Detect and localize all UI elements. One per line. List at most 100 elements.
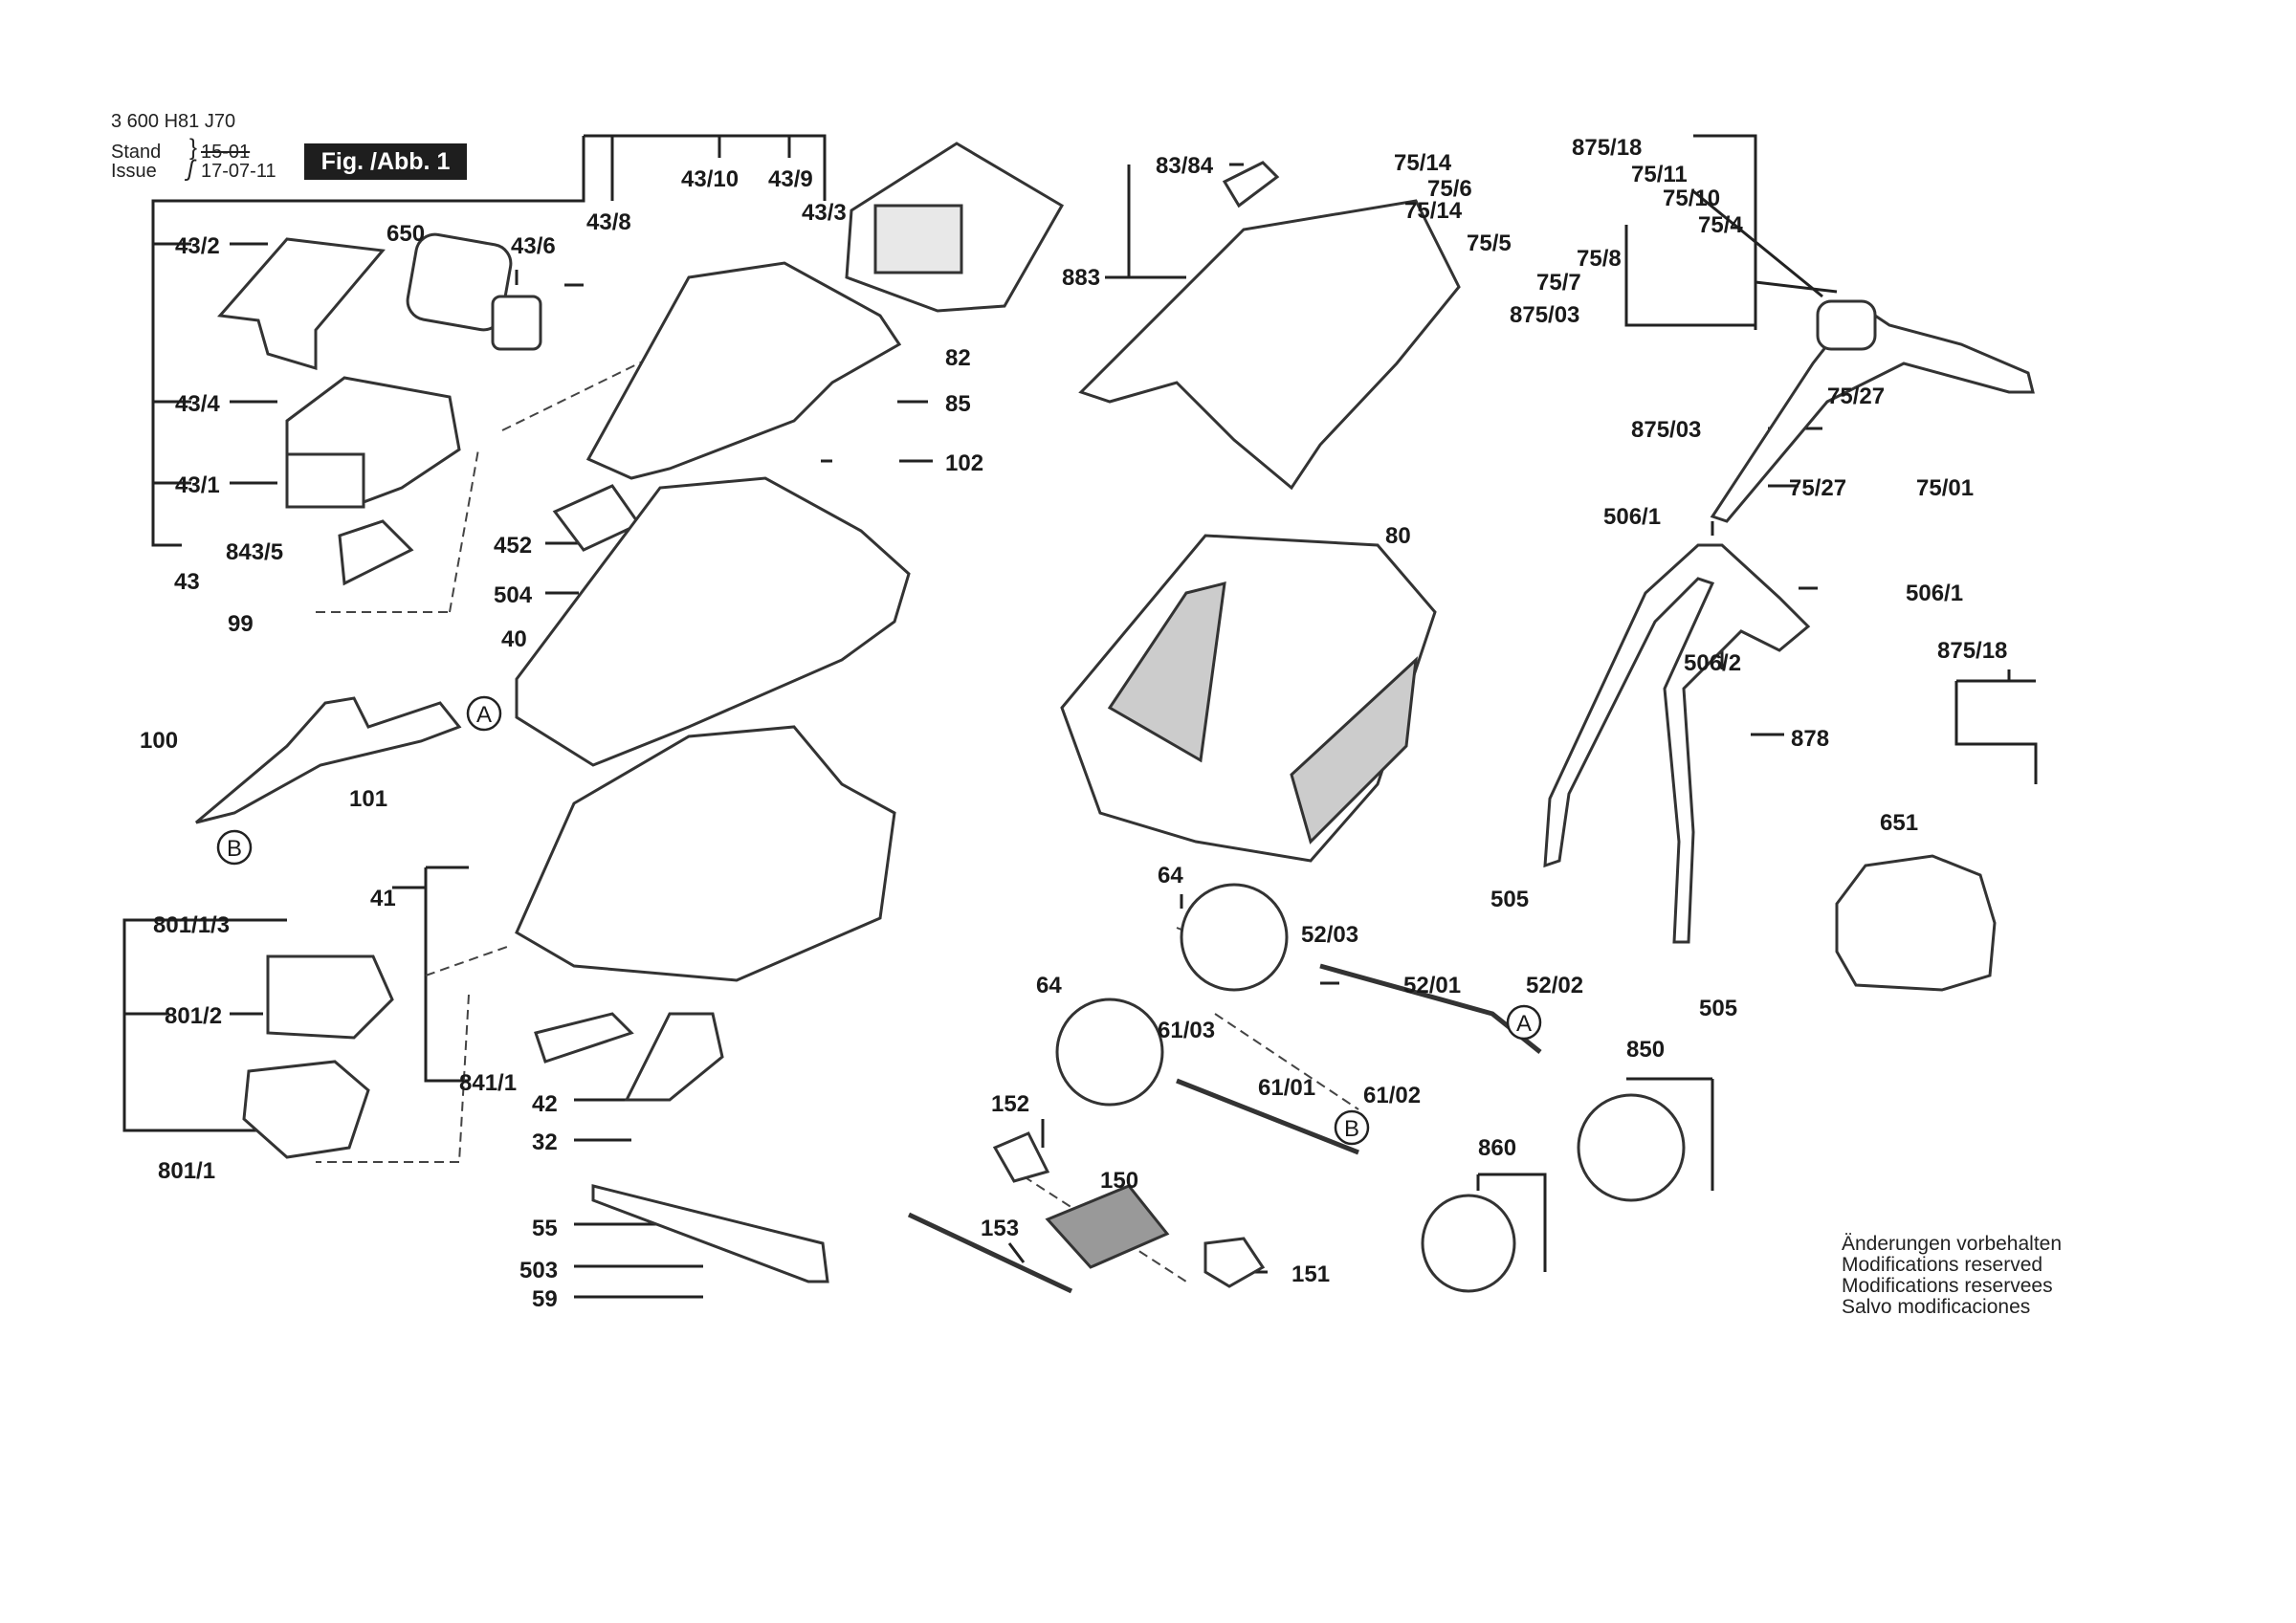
callout-43-8: 43/8	[586, 209, 631, 235]
callout-64-b: 64	[1036, 973, 1062, 998]
leader-lines	[122, 134, 2038, 1299]
part-75-4-switch-housing	[1816, 299, 1877, 351]
callout-75-14-b: 75/14	[1404, 198, 1463, 224]
callout-42: 42	[532, 1091, 558, 1117]
callout-75-6: 75/6	[1427, 176, 1472, 202]
callout-860: 860	[1478, 1135, 1516, 1161]
callout-75-4: 75/4	[1698, 212, 1743, 238]
marker-a-right-circle	[1506, 1004, 1542, 1041]
part-43-2-lid	[217, 237, 386, 371]
callout-32: 32	[532, 1130, 558, 1155]
brace-glyph: }	[189, 135, 198, 161]
marker-a-left: A	[476, 702, 492, 728]
part-860-wheel	[1421, 1194, 1516, 1293]
callout-841-1: 841/1	[459, 1070, 517, 1096]
callout-801-2: 801/2	[165, 1003, 222, 1029]
callout-506-1-b: 506/1	[1906, 581, 1963, 606]
part-651-charger	[1835, 854, 1997, 992]
callout-651: 651	[1880, 810, 1918, 836]
callout-52-03: 52/03	[1301, 922, 1358, 948]
document-number: 3 600 H81 J70	[111, 111, 236, 132]
callout-850: 850	[1626, 1037, 1665, 1063]
callout-64-a: 64	[1158, 863, 1183, 888]
stand-date: 15-01	[201, 142, 251, 163]
part-43-6-plug	[491, 295, 542, 351]
part-80-mesh-left	[1107, 581, 1226, 763]
marker-a-right: A	[1516, 1011, 1532, 1037]
part-82-grid	[873, 204, 963, 274]
note-line-es: Salvo modificaciones	[1842, 1296, 2031, 1318]
callout-labels: 43/2 650 43/6 43/8 43/10 43/9 43/3 43/4 …	[140, 135, 2007, 1312]
callout-43-2: 43/2	[175, 233, 220, 259]
part-841-1-fins	[534, 1012, 634, 1064]
callout-151: 151	[1292, 1261, 1330, 1287]
part-850-wheel	[1577, 1093, 1686, 1202]
callout-75-14-a: 75/14	[1394, 150, 1452, 176]
note-line-en: Modifications reserved	[1842, 1254, 2043, 1276]
callout-75-11: 75/11	[1631, 162, 1688, 187]
marker-a-left-circle	[466, 695, 502, 732]
part-83-84-handle	[1222, 161, 1280, 208]
part-55-blade	[591, 1184, 829, 1283]
part-650-battery	[406, 232, 513, 332]
part-843-5-clip	[338, 519, 414, 586]
callout-85: 85	[945, 391, 971, 417]
callout-843-5: 843/5	[226, 539, 283, 565]
part-42-guard	[624, 1012, 724, 1102]
reference-markers: A B A B	[216, 695, 1542, 1146]
callout-75-27-b: 75/27	[1789, 475, 1846, 501]
part-151-cap	[1203, 1237, 1266, 1288]
part-150-roller	[1045, 1184, 1170, 1269]
part-64-wheel-front-left	[1055, 998, 1164, 1107]
part-61-01-axle	[1176, 1078, 1359, 1155]
stand-label: Stand	[111, 142, 162, 163]
callout-506-1-a: 506/1	[1603, 504, 1661, 530]
callout-75-7: 75/7	[1536, 270, 1581, 296]
part-40-chassis	[515, 476, 911, 767]
callout-650: 650	[386, 221, 425, 247]
part-75-01-upper-handle	[1710, 314, 2035, 523]
marker-b-right-circle	[1334, 1109, 1370, 1146]
part-878-lower-handle	[1543, 543, 1811, 944]
callout-43-3: 43/3	[802, 200, 847, 226]
callout-75-27-a: 75/27	[1827, 384, 1885, 409]
note-line-de: Änderungen vorbehalten	[1842, 1233, 2063, 1255]
figure-badge: Fig. /Abb. 1	[304, 143, 467, 180]
marker-b-right: B	[1344, 1116, 1359, 1142]
issue-date: 17-07-11	[201, 161, 276, 182]
part-41-deck	[515, 725, 896, 982]
callout-101: 101	[349, 786, 387, 812]
part-801-2-board	[266, 954, 394, 1040]
callout-452: 452	[494, 533, 532, 559]
callout-99: 99	[228, 611, 254, 637]
callout-883: 883	[1062, 265, 1100, 291]
callout-75-8: 75/8	[1577, 246, 1622, 272]
callout-100: 100	[140, 728, 178, 754]
integral-glyph: ʃ	[188, 156, 194, 182]
callout-61-01: 61/01	[1258, 1075, 1315, 1101]
callout-43: 43	[174, 569, 200, 595]
callout-153: 153	[981, 1216, 1019, 1241]
note-line-fr: Modifications reservees	[1842, 1275, 2053, 1297]
callout-505-b: 505	[1699, 996, 1737, 1021]
part-43-1-block	[285, 452, 365, 509]
modifications-note: Änderungen vorbehalten Modifications res…	[1842, 1234, 2062, 1318]
callout-503: 503	[519, 1258, 558, 1283]
callout-61-02: 61/02	[1363, 1083, 1421, 1108]
callout-505-a: 505	[1490, 887, 1529, 912]
callout-75-5: 75/5	[1467, 230, 1512, 256]
callout-40: 40	[501, 626, 527, 652]
callout-43-6: 43/6	[511, 233, 556, 259]
callout-52-02: 52/02	[1526, 973, 1583, 998]
callout-150: 150	[1100, 1168, 1138, 1194]
callout-41: 41	[370, 886, 396, 911]
callout-875-03-b: 875/03	[1631, 417, 1701, 443]
part-153-rod	[907, 1212, 1073, 1294]
part-801-1-motor	[242, 1060, 370, 1159]
callout-801-1: 801/1	[158, 1158, 215, 1184]
part-80-mesh-right	[1290, 656, 1418, 844]
callout-875-18-a: 875/18	[1572, 135, 1642, 161]
callout-43-9: 43/9	[768, 166, 813, 192]
